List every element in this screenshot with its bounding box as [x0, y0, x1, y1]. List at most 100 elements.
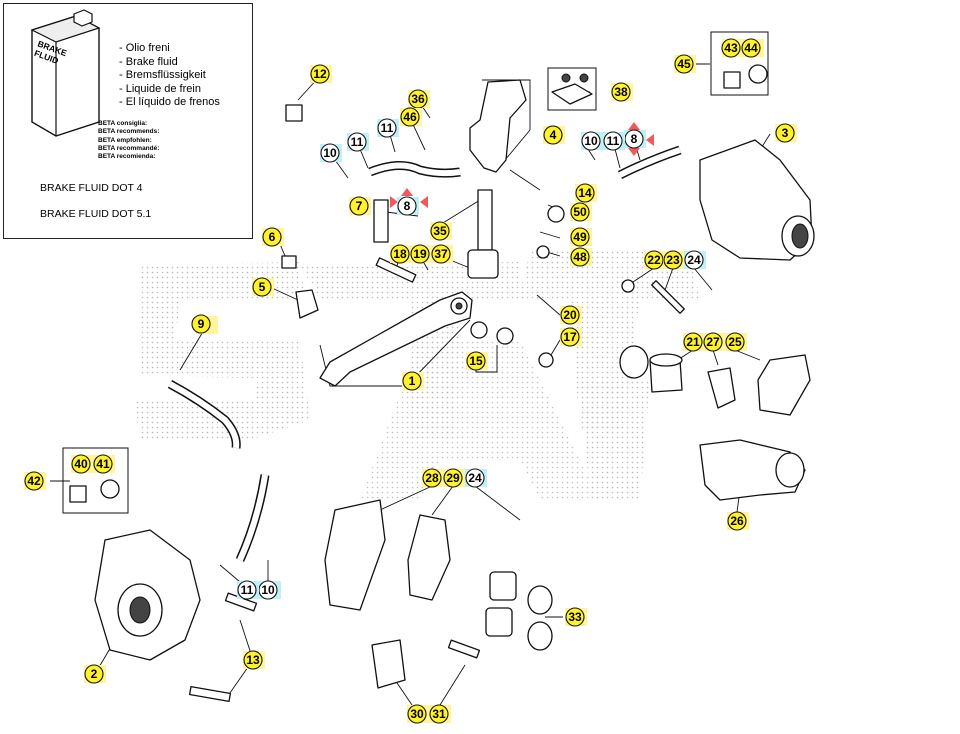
- recommends-en: BETA recommends:: [98, 128, 160, 136]
- svg-text:18: 18: [393, 247, 407, 261]
- callout-43: 43: [721, 38, 744, 58]
- callout-11-right: 11: [603, 131, 625, 151]
- brake-fluid-bottle-icon: BRAKE FLUID: [30, 9, 101, 137]
- svg-text:46: 46: [403, 110, 417, 124]
- svg-text:41: 41: [96, 457, 110, 471]
- svg-text:49: 49: [573, 230, 587, 244]
- callout-41: 41: [93, 454, 115, 474]
- callout-23: 23: [663, 250, 685, 270]
- callout-45: 45: [674, 54, 696, 74]
- svg-text:23: 23: [666, 253, 680, 267]
- svg-text:44: 44: [744, 41, 758, 55]
- callout-10-right: 10: [581, 131, 603, 151]
- recommends-list: BETA consiglia: BETA recommends: BETA em…: [98, 120, 159, 161]
- svg-text:14: 14: [578, 186, 592, 200]
- callout-20: 20: [560, 305, 582, 325]
- svg-text:30: 30: [410, 707, 424, 721]
- svg-text:42: 42: [27, 474, 41, 488]
- callout-9: 9: [191, 314, 218, 334]
- callout-46: 46: [400, 107, 422, 127]
- recommends-it: BETA consiglia:: [98, 120, 148, 127]
- svg-text:36: 36: [411, 92, 425, 106]
- svg-text:38: 38: [614, 85, 628, 99]
- svg-text:48: 48: [573, 250, 587, 264]
- svg-text:11: 11: [241, 583, 254, 597]
- callout-5: 5: [252, 277, 274, 297]
- callout-10-bottom: 10: [258, 580, 281, 600]
- callout-12: 12: [310, 64, 332, 84]
- svg-text:7: 7: [356, 199, 363, 213]
- svg-text:27: 27: [706, 335, 720, 349]
- svg-text:8: 8: [631, 132, 638, 146]
- callout-27: 27: [703, 332, 725, 352]
- recommends-es: BETA recomienda:: [98, 153, 156, 161]
- callout-6: 6: [262, 227, 284, 247]
- callout-17: 17: [560, 327, 582, 347]
- brake-pedal: [319, 291, 473, 387]
- fluid-name-en: Brake fluid: [119, 56, 220, 70]
- svg-text:28: 28: [425, 471, 439, 485]
- callout-50: 50: [570, 202, 592, 222]
- svg-text:9: 9: [198, 317, 205, 331]
- svg-text:2: 2: [91, 667, 98, 681]
- callout-1: 1: [402, 371, 424, 391]
- callout-21: 21: [683, 332, 705, 352]
- svg-text:20: 20: [563, 308, 577, 322]
- callout-30: 30: [407, 704, 429, 724]
- svg-text:50: 50: [573, 205, 587, 219]
- callout-24-top: 24: [684, 250, 706, 270]
- svg-text:17: 17: [563, 330, 577, 344]
- svg-text:35: 35: [433, 224, 447, 238]
- callout-15: 15: [466, 351, 488, 371]
- svg-text:3: 3: [782, 126, 789, 140]
- callout-38: 38: [611, 82, 633, 102]
- callout-29: 29: [443, 468, 465, 488]
- fluid-name-de: Bremsflüssigkeit: [119, 69, 220, 83]
- svg-text:29: 29: [446, 471, 460, 485]
- reservoir-cover: [551, 73, 593, 105]
- callout-35: 35: [430, 221, 452, 241]
- callouts: 1 2 3 4 5 6 7 8 8 9 10 10 10 11 11 11 11…: [24, 38, 797, 724]
- callout-25: 25: [725, 332, 747, 352]
- fluid-name-list: Olio freni Brake fluid Bremsflüssigkeit …: [119, 42, 220, 110]
- svg-text:6: 6: [269, 230, 276, 244]
- brake-fluid-box: BRAKE FLUID Olio freni Brake fluid Brems…: [3, 3, 253, 239]
- fluid-name-es: El líquido de frenos: [119, 96, 220, 110]
- svg-text:19: 19: [413, 247, 427, 261]
- recommends-de: BETA empfohlen:: [98, 136, 152, 144]
- callout-8-left: 8: [397, 196, 419, 216]
- svg-text:24: 24: [687, 253, 701, 267]
- svg-text:25: 25: [728, 335, 742, 349]
- svg-text:37: 37: [434, 247, 448, 261]
- callout-11-top: 11: [347, 132, 369, 152]
- piston-seals-rear: [619, 345, 683, 393]
- callout-48: 48: [570, 247, 592, 267]
- callout-11-bottom: 11: [237, 580, 259, 600]
- master-cylinder: [467, 79, 527, 279]
- callout-36: 36: [408, 89, 430, 109]
- svg-text:12: 12: [313, 67, 327, 81]
- svg-text:11: 11: [607, 134, 620, 148]
- callout-26: 26: [727, 511, 749, 531]
- brake-pads-rear: [707, 354, 811, 416]
- svg-text:1: 1: [409, 374, 416, 388]
- callout-7: 7: [349, 196, 371, 216]
- leader-lines: [50, 63, 771, 706]
- callout-22: 22: [644, 250, 666, 270]
- callout-8-right: 8: [624, 129, 646, 149]
- svg-text:22: 22: [647, 253, 661, 267]
- callout-3: 3: [775, 123, 797, 143]
- svg-text:21: 21: [686, 335, 700, 349]
- callout-28: 28: [422, 468, 444, 488]
- callout-44: 44: [741, 38, 764, 58]
- svg-text:26: 26: [730, 514, 744, 528]
- fluid-name-it: Olio freni: [119, 42, 220, 56]
- group-boxes: [62, 31, 769, 514]
- callout-31: 31: [429, 704, 451, 724]
- pistons-front: [485, 571, 553, 651]
- callout-14: 14: [575, 183, 597, 203]
- svg-text:8: 8: [404, 199, 411, 213]
- brake-hose-rear: [368, 145, 682, 180]
- callout-13: 13: [243, 650, 265, 670]
